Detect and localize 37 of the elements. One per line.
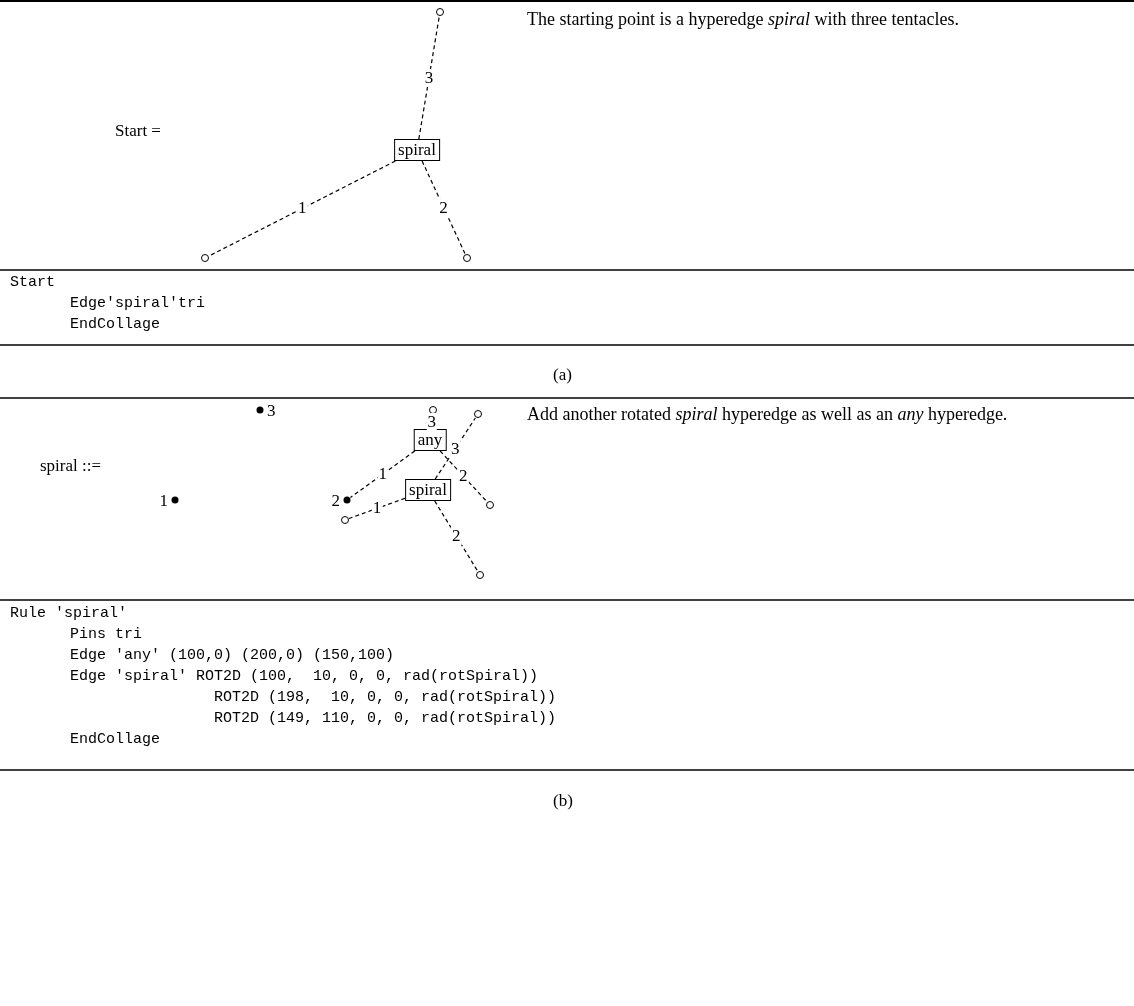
tentacle-number: 3 xyxy=(450,439,461,458)
code-line: Start xyxy=(10,273,55,293)
tentacle-number: 3 xyxy=(426,412,438,431)
code-line: Rule 'spiral' xyxy=(10,604,128,624)
code-line: Edge'spiral'tri xyxy=(70,294,206,314)
code-line: Edge 'spiral' ROT2D (100, 10, 0, 0, rad(rotSpiral)) xyxy=(70,667,539,687)
pin-dot xyxy=(256,406,264,414)
pin-dot xyxy=(171,496,179,504)
pin-number: 1 xyxy=(159,490,168,511)
tentacle-number: 2 xyxy=(450,527,462,545)
pin-dot xyxy=(343,496,351,504)
code-line: Edge 'any' (100,0) (200,0) (150,100) xyxy=(70,646,395,666)
equation-label: spiral ::= xyxy=(40,455,102,476)
code-line: EndCollage xyxy=(70,315,160,335)
code-line: ROT2D (198, 10, 0, 0, rad(rotSpiral)) xyxy=(214,688,557,708)
subfigure-label: (a) xyxy=(553,364,572,385)
pin-number: 2 xyxy=(331,490,340,511)
node-circle xyxy=(201,254,209,262)
equation-label: Start = xyxy=(115,120,161,141)
code-line: ROT2D (149, 110, 0, 0, rad(rotSpiral)) xyxy=(214,709,557,729)
tentacle-number: 3 xyxy=(423,68,435,87)
node-circle xyxy=(436,8,444,16)
subfigure-label: (b) xyxy=(553,790,573,811)
pin-number: 3 xyxy=(267,400,276,421)
hyperedge-box: spiral xyxy=(394,139,440,161)
description-text: The starting point is a hyperedge spiral with three tentacles. xyxy=(527,8,960,31)
code-line: EndCollage xyxy=(70,730,160,750)
node-circle xyxy=(341,516,349,524)
hyperedge-box: any xyxy=(413,429,447,451)
hyperedge-box: spiral xyxy=(405,479,451,501)
node-circle xyxy=(486,501,494,509)
node-circle xyxy=(476,571,484,579)
description-text: Add another rotated spiral hyperedge as well as an any hyperedge. xyxy=(527,403,1009,426)
node-circle xyxy=(463,254,471,262)
code-line: Pins tri xyxy=(70,625,142,645)
node-circle xyxy=(474,410,482,418)
tentacle-number: 2 xyxy=(438,198,449,217)
